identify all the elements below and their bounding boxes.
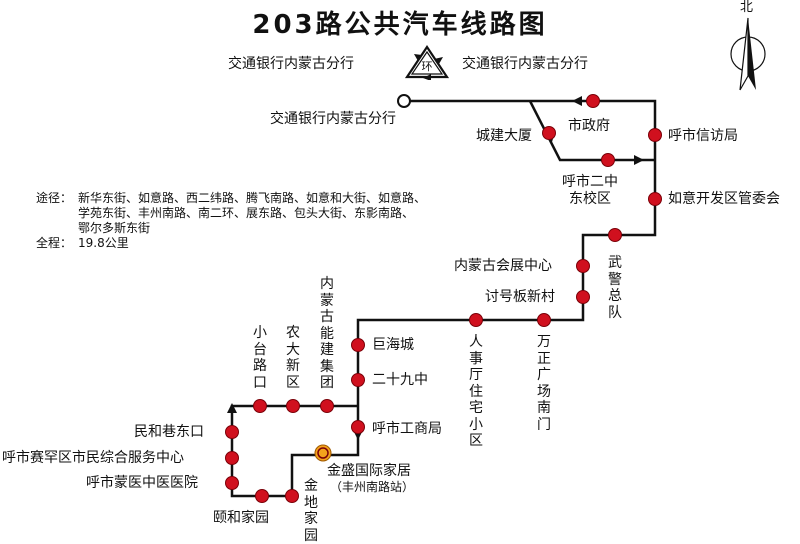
route-via-label: 途径：	[36, 191, 73, 205]
stop-label-xiaotai: 小台路口	[253, 325, 267, 391]
stop-dot-juhai	[351, 338, 365, 352]
stop-label-renshi: 人事厅住宅小区	[469, 334, 483, 449]
compass-north-label: 北	[740, 0, 754, 15]
route-line	[528, 100, 655, 162]
stop-label-minhe: 民和巷东口	[134, 424, 204, 440]
stop-dot-xinfangju	[648, 128, 662, 142]
stop-dot-wujing	[608, 228, 622, 242]
direction-arrow	[634, 155, 644, 165]
stop-label-huizhan: 内蒙古会展中心	[454, 258, 552, 274]
stop-label-mengyi: 呼市蒙医中医医院	[86, 475, 198, 491]
stop-label-yihe: 颐和家园	[213, 510, 269, 526]
stop-dot-ershijiu	[351, 373, 365, 387]
stop-label-taohaoban: 讨号板新村	[485, 289, 555, 305]
stop-dot-erzhong	[601, 153, 615, 167]
subtitle-origin: 交通银行内蒙古分行	[228, 56, 354, 72]
route-via-line: 新华东街、如意路、西二纬路、腾飞南路、如意和大街、如意路、	[78, 191, 427, 205]
stop-dot-shizhengfu	[586, 94, 600, 108]
stop-dot-minhe	[225, 425, 239, 439]
stop-dot-nengjian	[320, 399, 334, 413]
loop-recycle-icon: 环	[403, 44, 451, 81]
route-via-line: 学苑东街、丰州南路、南二环、展东路、包头大街、东影南路、	[78, 206, 415, 220]
stop-dot-xiaotai	[253, 399, 267, 413]
stop-label-xinfangju: 呼市信访局	[668, 128, 738, 144]
stop-dot-nongda	[286, 399, 300, 413]
stop-dot-mengyi	[225, 476, 239, 490]
subtitle-destination: 交通银行内蒙古分行	[462, 56, 588, 72]
stop-label-jindi: 金地家园	[304, 478, 318, 544]
landmark-marker-icon	[314, 444, 332, 462]
stop-label-gongshang: 呼市工商局	[372, 421, 442, 437]
stop-label-wanzheng: 万正广场南门	[537, 334, 551, 433]
direction-arrow	[227, 403, 237, 413]
stop-label-saihan: 呼市赛罕区市民综合服务中心	[2, 450, 184, 466]
route-length-label: 全程：	[36, 236, 73, 250]
stop-dot-chengjian	[542, 126, 556, 140]
stop-dot-wanzheng	[537, 313, 551, 327]
stop-dot-gongshang	[351, 420, 365, 434]
compass-icon	[725, 14, 775, 94]
stop-dot-saihan	[225, 451, 239, 465]
stop-label-jinsheng-sub: （丰州南路站）	[330, 480, 415, 494]
stop-label-chengjian: 城建大厦	[476, 128, 532, 144]
loop-badge-text: 环	[421, 60, 433, 73]
stop-label-jinsheng: 金盛国际家居	[327, 463, 411, 479]
terminal-marker	[397, 94, 411, 108]
route-via-line: 鄂尔多斯东街	[78, 221, 151, 235]
stop-dot-yihe	[255, 489, 269, 503]
stop-label-ruyi: 如意开发区管委会	[668, 191, 780, 207]
direction-arrow	[572, 96, 582, 106]
map-title: 203路公共汽车线路图	[252, 10, 548, 40]
stop-label-terminal: 交通银行内蒙古分行	[270, 111, 396, 127]
stop-label-nengjian: 内蒙古能建集团	[320, 276, 334, 391]
stop-label-shizhengfu: 市政府	[568, 118, 610, 134]
stop-dot-huizhan	[576, 259, 590, 273]
route-length-value: 19.8公里	[78, 236, 129, 250]
stop-dot-ruyi	[648, 192, 662, 206]
stop-dot-renshi	[469, 313, 483, 327]
stop-label-wujing: 武警总队	[608, 255, 622, 321]
stop-dot-jindi	[285, 489, 299, 503]
stop-label-erzhong: 呼市二中东校区	[562, 174, 618, 207]
stop-label-ershijiu: 二十九中	[372, 372, 428, 388]
stop-label-juhai: 巨海城	[372, 337, 414, 353]
stop-dot-taohaoban	[576, 290, 590, 304]
stop-label-nongda: 农大新区	[286, 325, 300, 391]
